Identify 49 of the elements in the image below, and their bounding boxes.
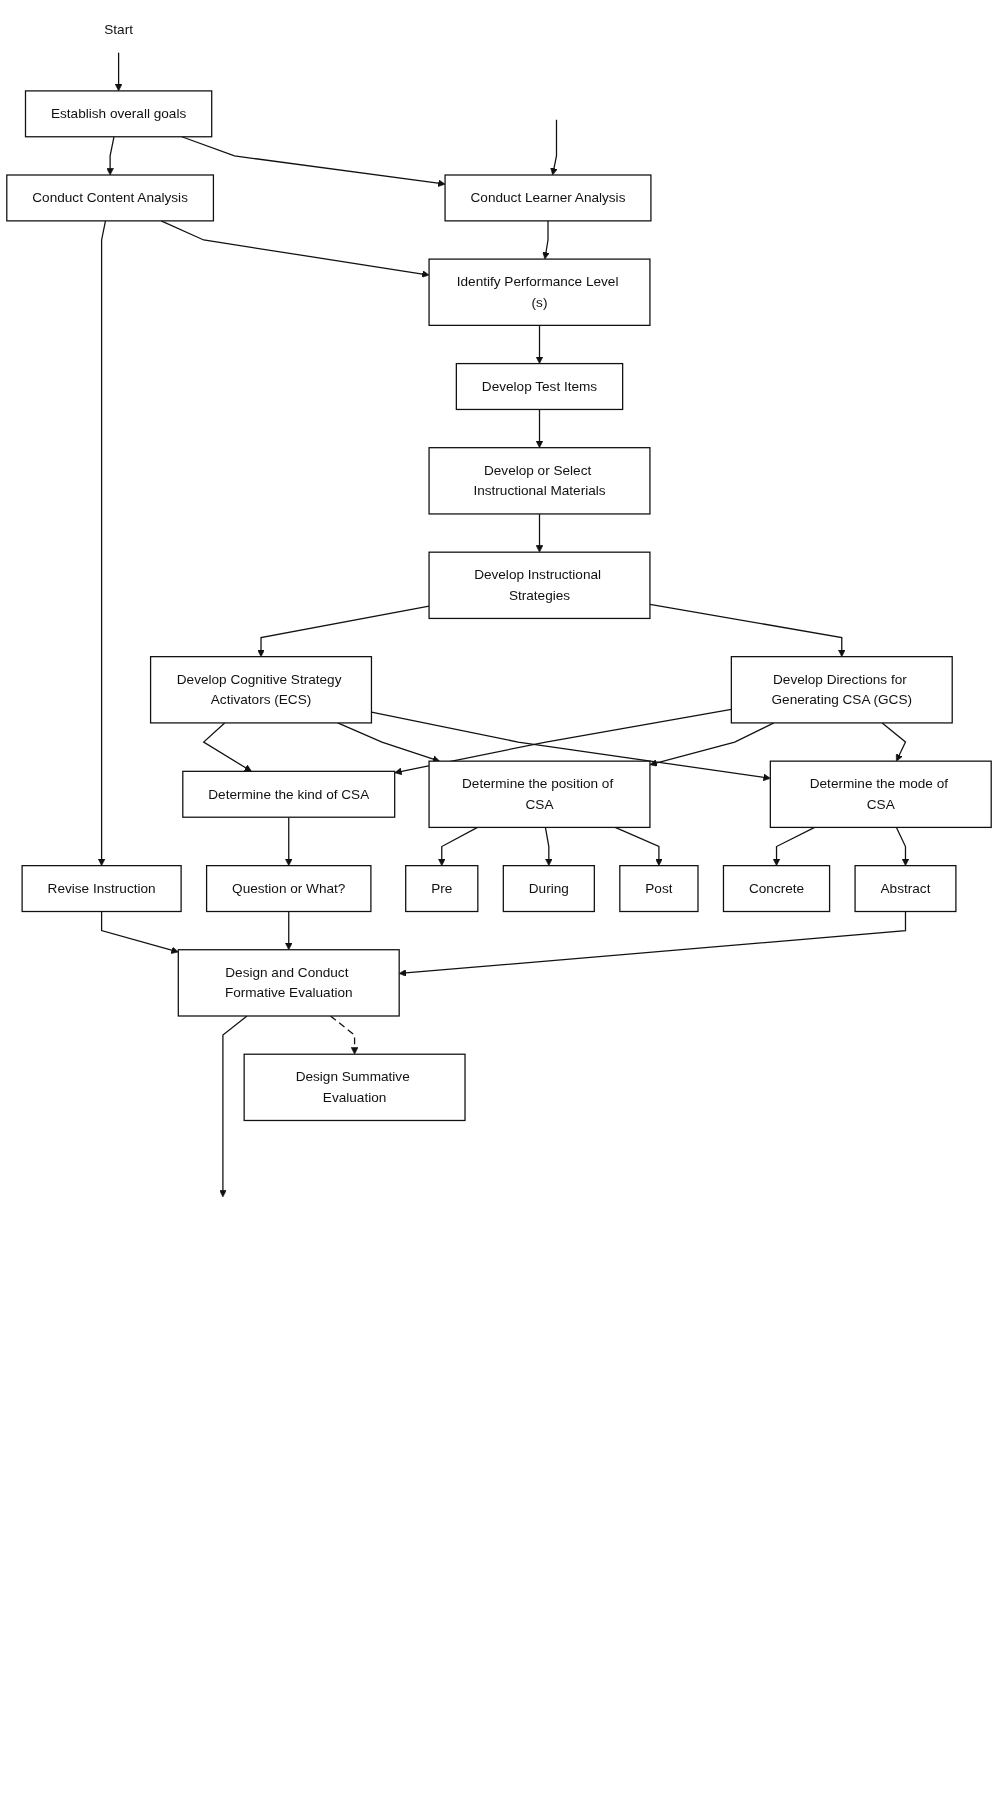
arrow <box>181 136 446 187</box>
arrow <box>895 826 910 866</box>
arrow <box>285 910 293 951</box>
arrow <box>394 708 732 776</box>
node-box: Pre <box>405 865 479 913</box>
node-box: Abstract <box>854 865 957 913</box>
node-box: Conduct Learner Analysis <box>444 174 652 222</box>
arrow <box>329 1015 359 1055</box>
node-box: Conduct Content Analysis <box>6 174 215 222</box>
arrow <box>535 324 544 364</box>
node-box: Question or What? <box>205 865 372 913</box>
node-box: Determine the kind of CSA <box>182 770 396 818</box>
arrow <box>649 603 846 657</box>
arrow <box>114 52 123 92</box>
node-box: Design and Conduct Formative Evaluation <box>177 949 400 1017</box>
arrow <box>881 722 907 762</box>
arrow <box>535 513 544 553</box>
node-box: Concrete <box>722 865 831 913</box>
node-box: Design Summative Evaluation <box>243 1053 466 1122</box>
arrow <box>257 605 430 657</box>
node-box: Develop or Select Instructional Materials <box>428 447 651 515</box>
node-box: Post <box>619 865 699 913</box>
arrow <box>160 220 430 278</box>
arrow <box>100 910 179 954</box>
arrow <box>649 722 775 767</box>
arrow <box>614 826 663 866</box>
node-box: Identify Performance Level (s) <box>428 258 651 326</box>
node-box: Develop Directions for Generating CSA (GCS) <box>730 656 953 724</box>
arrow <box>550 119 558 176</box>
arrow <box>438 826 479 866</box>
arrow <box>285 816 293 866</box>
arrow <box>772 826 816 866</box>
node-box: During <box>502 865 595 913</box>
arrow <box>202 722 252 772</box>
arrow <box>542 220 550 260</box>
node-box: Determine the position of CSA <box>428 760 651 829</box>
arrow <box>106 136 115 176</box>
node-box: Develop Instructional Strategies <box>428 551 651 620</box>
node-box: Determine the mode of CSA <box>769 760 992 829</box>
node-box: Establish overall goals <box>24 90 213 138</box>
arrow <box>535 408 544 448</box>
arrow <box>97 220 107 866</box>
arrow <box>544 826 553 866</box>
arrow <box>219 1015 248 1198</box>
node-text: Start <box>104 22 133 37</box>
arrow <box>337 722 440 763</box>
node-box: Develop Test Items <box>455 362 624 411</box>
node-box: Revise Instruction <box>21 865 182 913</box>
node-box: Develop Cognitive Strategy Activators (ECS) <box>149 656 373 724</box>
